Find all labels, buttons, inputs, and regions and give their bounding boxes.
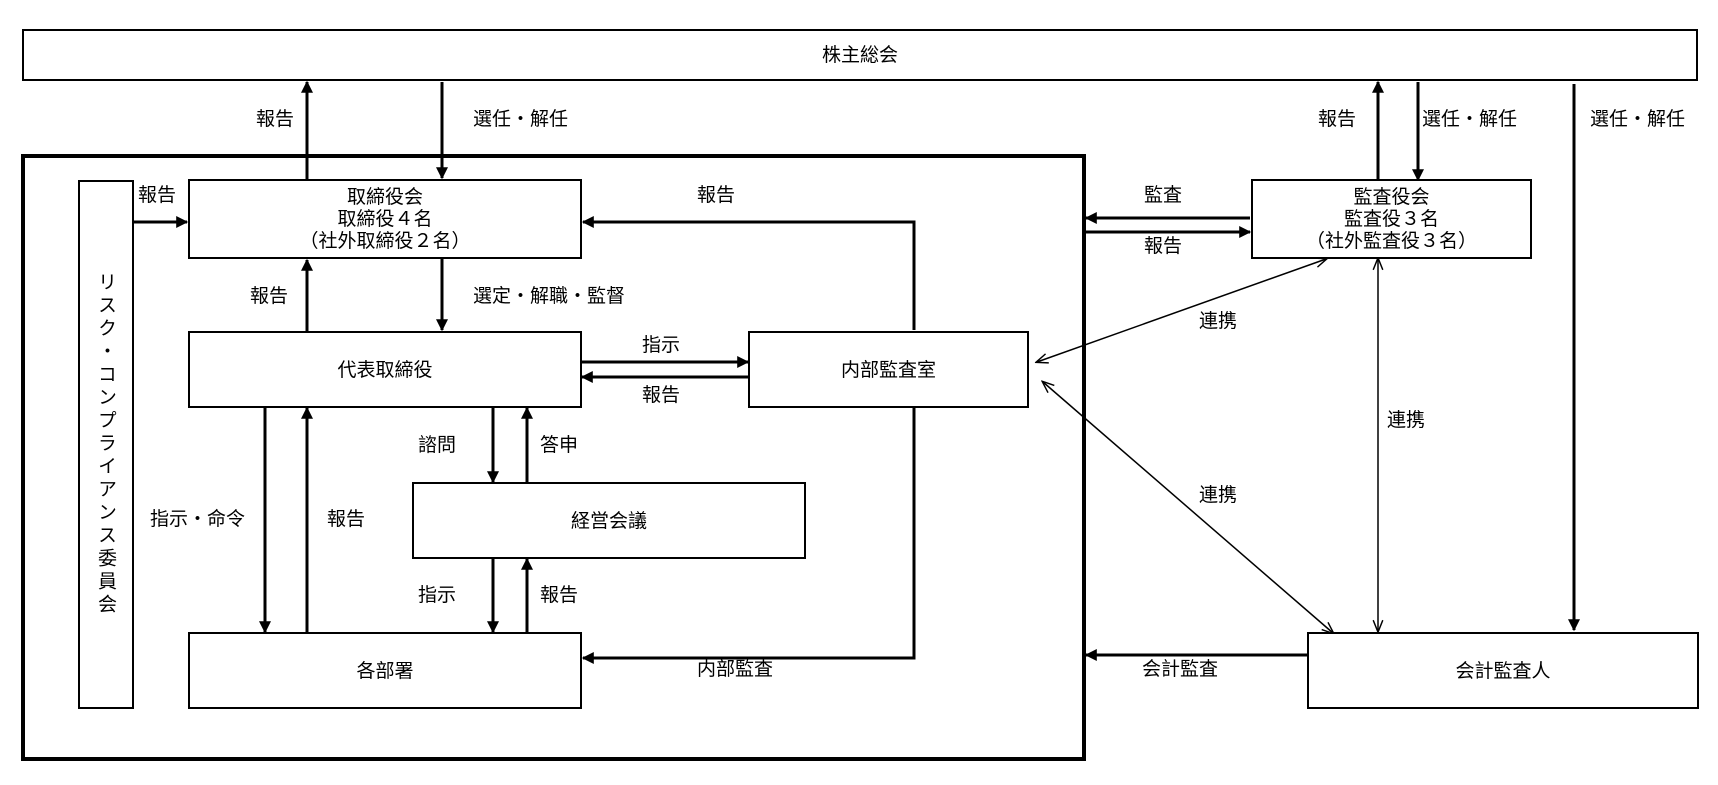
label-report-internal-to-board: 報告 (697, 184, 736, 206)
label-select-board-to-ceo: 選定・解職・監督 (473, 285, 626, 307)
label-consult-ceo-to-meeting: 諮問 (418, 434, 457, 456)
board-title: 取締役会 (346, 186, 423, 208)
board-of-directors-box: 取締役会 取締役４名 （社外取締役２名） (188, 179, 582, 259)
audit-board-title: 監査役会 (1353, 186, 1430, 208)
label-instruct-ceo-to-internal: 指示 (642, 334, 681, 356)
ceo-label: 代表取締役 (337, 358, 433, 381)
accounting-auditor-box: 会計監査人 (1307, 632, 1699, 709)
arrow-coop-auditors-internal (1037, 259, 1326, 362)
internal-audit-office-box: 内部監査室 (748, 331, 1029, 408)
label-instruct-ceo-to-depts: 指示・命令 (150, 508, 246, 530)
ceo-box: 代表取締役 (188, 331, 582, 408)
label-report-depts-to-ceo: 報告 (327, 508, 366, 530)
label-audit-auditors-to-company: 監査 (1144, 184, 1183, 206)
label-elect-shareholders-to-board: 選任・解任 (473, 108, 569, 130)
arrow-coop-internal-accounting (1043, 382, 1333, 633)
label-report-auditors-to-shareholders: 報告 (1318, 108, 1357, 130)
label-report-board-to-shareholders: 報告 (256, 108, 295, 130)
management-meeting-label: 経営会議 (570, 509, 647, 532)
arrow-internal-report-board (581, 216, 916, 330)
internal-audit-office-label: 内部監査室 (840, 358, 936, 381)
label-report-internal-to-ceo: 報告 (642, 384, 681, 406)
label-report-committee-to-board: 報告 (138, 184, 177, 206)
label-report-company-to-auditors: 報告 (1144, 235, 1183, 257)
shareholders-meeting-label: 株主総会 (821, 44, 898, 66)
label-coop-auditors-internal: 連携 (1199, 310, 1238, 332)
board-members: 取締役４名 (337, 208, 433, 230)
label-elect-shareholders-to-accounting: 選任・解任 (1590, 108, 1686, 130)
shareholders-meeting-box: 株主総会 (22, 29, 1698, 81)
risk-compliance-committee-box: リスク・コンプライアンス委員会 (78, 180, 134, 709)
departments-label: 各部署 (356, 659, 414, 682)
label-elect-shareholders-to-auditors: 選任・解任 (1422, 108, 1518, 130)
label-accounting-audit-to-company: 会計監査 (1142, 658, 1219, 680)
arrow-internal-audit-depts (581, 407, 916, 664)
label-instruct-meeting-to-depts: 指示 (418, 584, 457, 606)
departments-box: 各部署 (188, 632, 582, 709)
risk-compliance-committee-label: リスク・コンプライアンス委員会 (95, 272, 117, 617)
label-report-depts-to-meeting: 報告 (540, 584, 579, 606)
management-meeting-box: 経営会議 (412, 482, 806, 559)
board-outside-members: （社外取締役２名） (299, 230, 471, 252)
label-answer-meeting-to-ceo: 答申 (540, 434, 579, 456)
label-coop-auditors-accounting: 連携 (1387, 409, 1426, 431)
audit-board-members: 監査役３名 (1343, 208, 1439, 230)
audit-board-box: 監査役会 監査役３名 （社外監査役３名） (1251, 179, 1532, 259)
label-report-ceo-to-board: 報告 (250, 285, 289, 307)
accounting-auditor-label: 会計監査人 (1455, 659, 1551, 682)
audit-board-outside-members: （社外監査役３名） (1305, 230, 1477, 252)
label-coop-internal-accounting: 連携 (1199, 484, 1238, 506)
label-internal-audit-to-depts: 内部監査 (697, 658, 774, 680)
